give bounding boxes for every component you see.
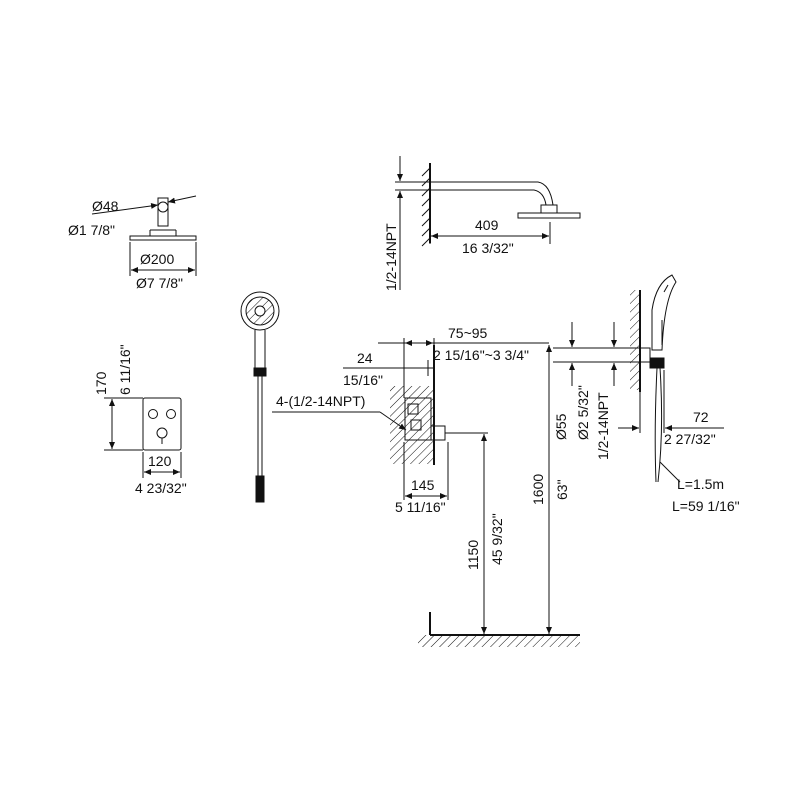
plate-width-mm: 120 (148, 453, 172, 469)
arm-diameter-mm: Ø48 (92, 198, 119, 214)
hose-connector (649, 357, 665, 369)
shower-arm-side-view: 1/2-14NPT 409 16 3/32" (383, 156, 581, 291)
valve-height-mm: 1150 (465, 540, 481, 570)
hose-length-m: L=1.5m (677, 476, 724, 492)
outlet-diameter-mm: Ø55 (553, 413, 569, 440)
plate-height-mm: 170 (93, 371, 109, 395)
hose-end (255, 475, 265, 503)
showerhead-top-view: Ø48 Ø1 7/8" Ø200 Ø7 7/8" (68, 195, 197, 291)
arm-thread-label: 1/2-14NPT (383, 223, 399, 291)
wall-depth-in: 2 15/16"~3 3/4" (433, 347, 529, 363)
trim-plate (142, 397, 182, 451)
floor-hatch (418, 635, 580, 647)
projection-mm: 72 (693, 409, 709, 425)
body-width-mm: 145 (411, 477, 435, 493)
holder-hose (654, 367, 658, 483)
projection-in: 2 27/32" (664, 431, 716, 447)
ports-label: 4-(1/2-14NPT) (276, 393, 365, 409)
valve-height-in: 45 9/32" (489, 513, 505, 565)
wall-hatch (421, 167, 431, 247)
arm-joint (157, 201, 169, 213)
knob-bottom (156, 427, 168, 439)
outlet-diameter-in: Ø2 5/32" (575, 385, 591, 440)
showerhead-disc (129, 235, 197, 241)
handset-in-holder (651, 274, 677, 351)
valve-body (404, 397, 432, 441)
plate-offset-in: 15/16" (343, 372, 383, 388)
plate-offset-mm: 24 (357, 350, 373, 366)
wall-outlet (639, 347, 651, 363)
holder-thread-label: 1/2-14NPT (595, 392, 611, 460)
plate-height-in: 6 11/16" (117, 344, 133, 395)
body-width-in: 5 11/16" (395, 499, 446, 515)
shower-arm-stub (157, 197, 169, 227)
plate-width-in: 4 23/32" (135, 480, 187, 496)
wall-depth-mm: 75~95 (448, 325, 488, 341)
shower-arm (430, 181, 554, 206)
hand-shower-holder-view: Ø55 Ø2 5/32" 1/2-14NPT 72 2 27/32" L=1.5… (553, 274, 740, 514)
head-diameter-mm: Ø200 (140, 251, 174, 267)
valve-section-view: 75~95 2 15/16"~3 3/4" 24 15/16" 4-(1/2-1… (272, 325, 580, 647)
trim-plate-front-view: 170 6 11/16" 120 4 23/32" (93, 344, 187, 496)
arm-height-in: 63" (554, 479, 570, 500)
hose-length-in: L=59 1/16" (672, 498, 740, 514)
knob-right (166, 409, 176, 419)
hand-shower-head (240, 291, 280, 331)
arm-height-mm: 1600 (530, 474, 546, 505)
arm-length-mm: 409 (475, 217, 499, 233)
wall-section-hatch (390, 386, 434, 464)
hand-shower (240, 291, 280, 503)
handle-connector (253, 367, 267, 377)
arm-length-in: 16 3/32" (462, 240, 514, 256)
head-diameter-in: Ø7 7/8" (136, 275, 183, 291)
rain-head-side (517, 212, 581, 219)
hand-shower-handle (254, 330, 266, 369)
arm-diameter-in: Ø1 7/8" (68, 222, 115, 238)
knob-left (148, 409, 158, 419)
